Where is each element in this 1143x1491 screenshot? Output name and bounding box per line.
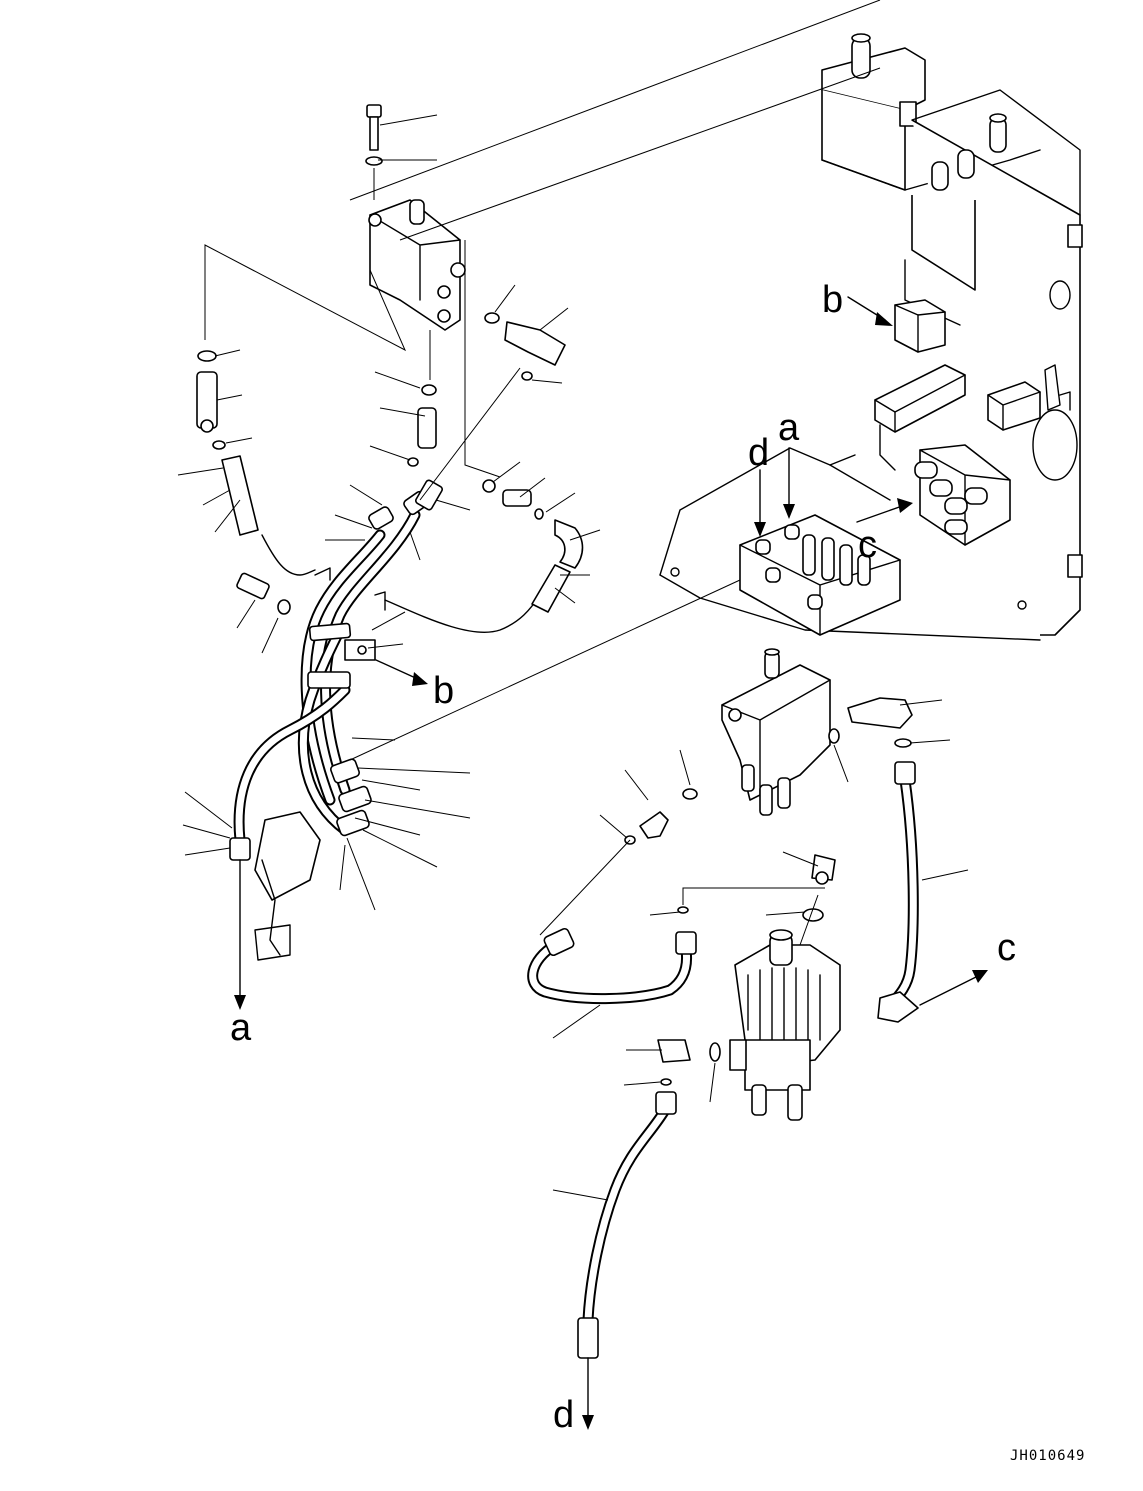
pilot-manifold [739,514,901,636]
hose-lower-center [577,1091,677,1359]
hose-bundle-left [229,479,443,861]
label-b-left: b [433,670,454,712]
reference-labels: a a b b c c d d JH010649 [230,279,1085,1464]
label-d-lower: d [553,1394,574,1436]
reference-arrows [234,296,988,1430]
label-a-lower: a [230,1007,252,1049]
leader-lines [177,0,969,1201]
label-c-lower: c [997,927,1016,969]
label-b-right: b [822,279,843,321]
control-valve-middle [721,648,840,816]
thin-pilot-tubes [261,519,584,633]
label-c-upper: c [858,524,877,566]
label-a-upper: a [778,407,800,449]
hose-right [877,761,919,1023]
label-d-upper: d [748,432,769,474]
drawing-code: JH010649 [1010,1448,1085,1464]
frame-structure [659,33,1083,641]
solenoid-valve-top [365,104,466,331]
filter-valve [657,854,841,1121]
hose-lower-left [527,927,697,1005]
fittings-and-orings [196,312,913,961]
